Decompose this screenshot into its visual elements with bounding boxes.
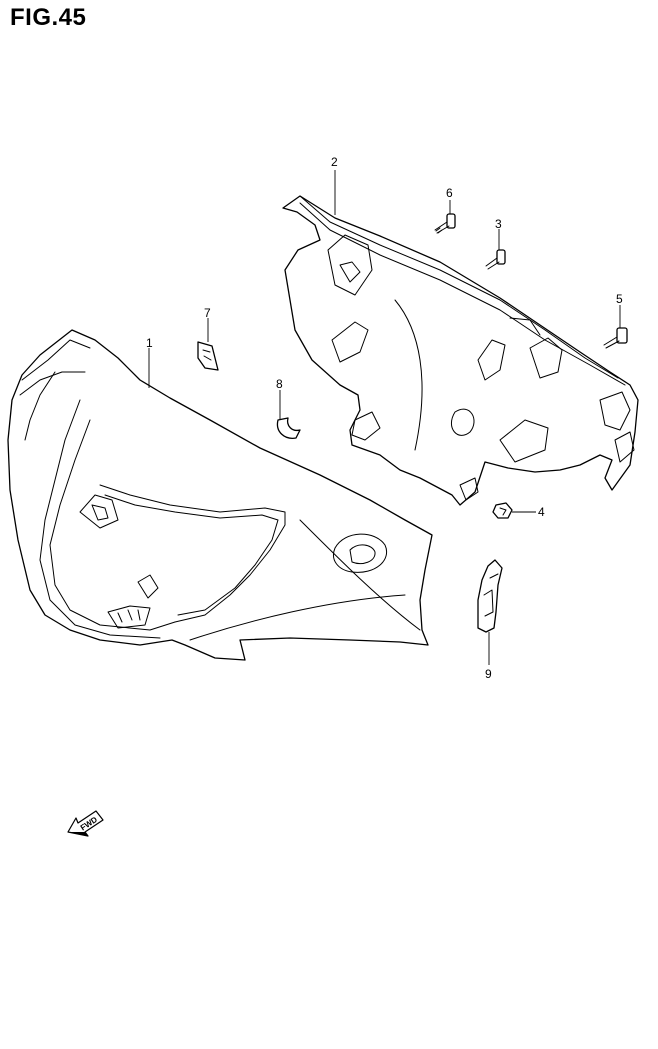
callout-2: 2 (331, 155, 338, 169)
figure-title: FIG.45 (10, 4, 87, 31)
callout-7: 7 (204, 306, 211, 320)
fwd-indicator: FWD (67, 810, 104, 837)
part-7-clip (197, 341, 219, 371)
part-9-bracket (477, 559, 503, 633)
callout-3: 3 (495, 217, 502, 231)
callout-4: 4 (538, 505, 545, 519)
callout-leaders (148, 170, 621, 665)
callout-8: 8 (276, 377, 283, 391)
part-4-screw (492, 502, 513, 519)
part-1-front-cover (7, 329, 433, 661)
callout-1: 1 (146, 336, 153, 350)
part-3-screw (485, 249, 506, 270)
part-2-rear-cover (282, 195, 639, 506)
part-8-clip (276, 417, 301, 439)
callout-5: 5 (616, 292, 623, 306)
part-5-screw (603, 327, 628, 349)
callout-9: 9 (485, 667, 492, 681)
arrow-left-down-icon (67, 810, 104, 837)
part-6-screw (434, 213, 456, 234)
callout-6: 6 (446, 186, 453, 200)
